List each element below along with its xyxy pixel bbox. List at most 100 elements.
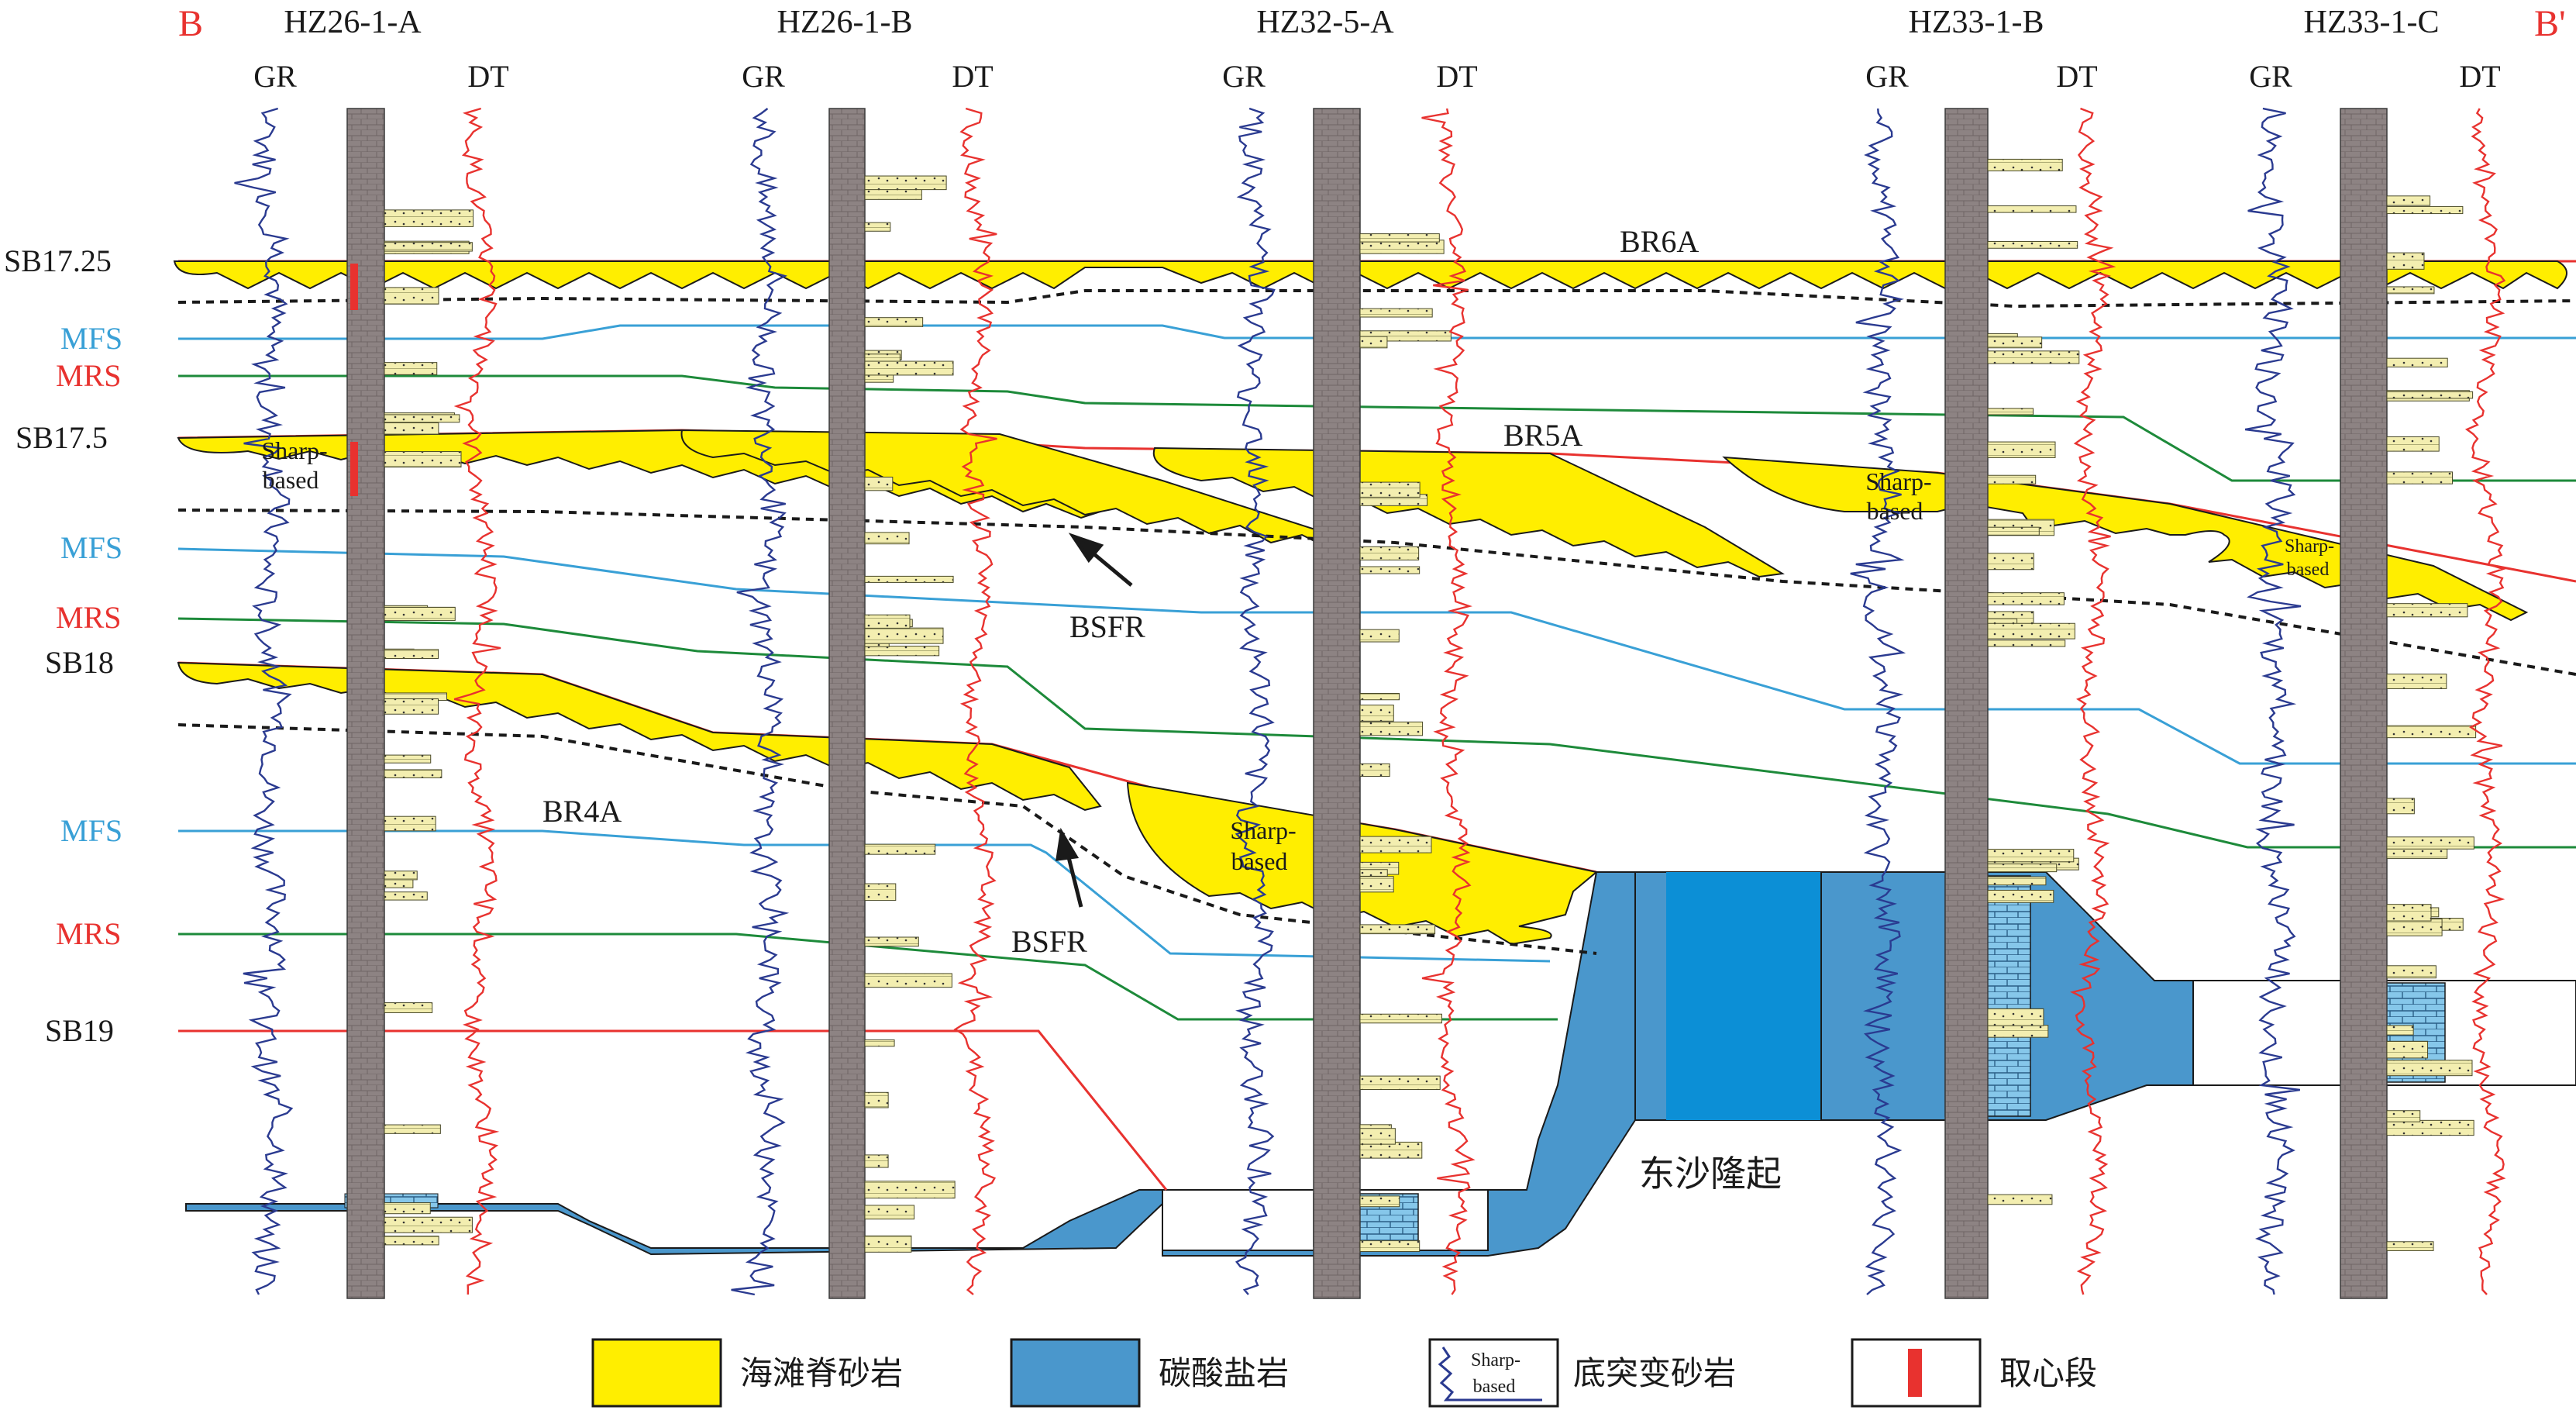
sand-bed: [864, 1154, 889, 1168]
surface-label-sb17-5: SB17.5: [15, 420, 108, 455]
sand-bed: [864, 1091, 889, 1108]
sand-bed: [2386, 391, 2474, 399]
legend: 海滩脊砂岩 碳酸盐岩 Sharp- based 底突变砂岩 取心段: [591, 1338, 2097, 1408]
sand-bed: [864, 627, 944, 644]
sand-bed: [1359, 692, 1400, 701]
sand-bed: [1987, 553, 2034, 571]
sand-bed: [384, 1236, 439, 1246]
sand-bed: [864, 646, 940, 657]
surface-mrs-middle: [177, 617, 2576, 849]
sand-bed: [1987, 158, 2063, 171]
well-name-hz32-5-a: HZ32-5-A: [1256, 5, 1394, 40]
sand-bed: [864, 973, 952, 988]
sand-bed: [1987, 1008, 2044, 1026]
sand-bed: [384, 815, 436, 832]
legend-item-beach-ridge-sand: 海滩脊砂岩: [591, 1338, 903, 1408]
sand-bed: [1359, 566, 1421, 574]
well-name-hz26-1-a: HZ26-1-A: [284, 5, 422, 40]
sharp-label-2: Sharp-: [1230, 816, 1296, 844]
sand-bed: [864, 1235, 912, 1253]
sand-bed: [864, 1181, 956, 1199]
based-label-3: based: [1867, 497, 1923, 525]
well-1: [234, 107, 501, 1299]
sand-bed: [1359, 546, 1420, 560]
sand-bed: [1359, 308, 1433, 318]
section-start-label: B: [178, 3, 203, 44]
sand-br4a-main: [177, 661, 1102, 812]
sand-bed: [864, 1205, 915, 1220]
sand-bed: [2386, 195, 2431, 206]
surface-label-sb19: SB19: [45, 1013, 114, 1048]
legend-item-carbonate: 碳酸盐岩: [1010, 1338, 1289, 1408]
dt-header-4: DT: [2056, 59, 2097, 94]
sand-bed: [384, 1124, 441, 1134]
sand-bed: [864, 222, 891, 232]
section-end-label: B': [2534, 3, 2566, 44]
sand-bed: [2386, 919, 2443, 936]
label-br6a: BR6A: [1620, 224, 1699, 259]
sand-bed: [2386, 965, 2437, 979]
sand-bed: [384, 871, 418, 881]
sand-bed: [864, 360, 954, 376]
dt-header-2: DT: [952, 59, 993, 94]
lithology-column: [1944, 108, 1989, 1299]
log-curve-headers: GR DT GR DT GR DT GR DT GR DT: [253, 59, 2500, 94]
sand-bed: [1359, 721, 1424, 736]
based-label-4: based: [2287, 560, 2330, 580]
sharp-based-labels: Sharp- based Sharp- based Sharp- based S…: [261, 436, 2334, 875]
label-br5a: BR5A: [1503, 418, 1582, 453]
well-name-hz26-1-b: HZ26-1-B: [777, 5, 913, 40]
sand-bed: [1359, 763, 1390, 777]
well-titles: HZ26-1-A HZ26-1-B HZ32-5-A HZ33-1-B HZ33…: [284, 5, 2439, 40]
legend-label-1: 海滩脊砂岩: [740, 1357, 903, 1392]
feature-annotations: BR6A BR5A BR4A BSFR BSFR 东沙隆起: [542, 224, 1782, 1194]
sand-bed: [384, 891, 428, 901]
gr-header-5: GR: [2249, 59, 2292, 94]
sand-bed: [1359, 924, 1436, 935]
legend-sharp-inner-top: Sharp-: [1471, 1350, 1520, 1370]
sand-bed: [1359, 1075, 1441, 1091]
surface-label-mrs-2: MRS: [56, 600, 122, 635]
well-5: [2244, 107, 2506, 1299]
surface-labels: SB17.25 MFS MRS SB17.5 MFS MRS SB18 MFS …: [4, 243, 122, 1048]
sand-bed: [384, 287, 439, 305]
core-interval-marker: [350, 264, 358, 310]
sand-bed: [1359, 836, 1432, 853]
sand-bed: [1987, 622, 2075, 640]
sand-bed: [1987, 205, 2077, 213]
label-uplift: 东沙隆起: [1639, 1154, 1782, 1194]
sand-bed: [384, 209, 474, 227]
dashed-middle: [177, 509, 2576, 676]
sand-bed: [2386, 1110, 2421, 1122]
sand-bed: [2386, 836, 2474, 850]
gr-log-curve: [1235, 107, 1276, 1295]
dt-log-curve: [453, 107, 501, 1295]
legend-sharp-inner-bottom: based: [1473, 1377, 1516, 1397]
sand-bed: [2386, 1040, 2429, 1059]
dt-log-curve: [1421, 108, 1476, 1295]
sand-bed: [864, 175, 947, 191]
sand-br6a: [173, 260, 2567, 290]
surface-sb19: [178, 1029, 1168, 1191]
sand-bed: [1987, 474, 2037, 484]
sand-bed: [384, 1002, 433, 1013]
legend-yellow-swatch: [591, 1338, 722, 1408]
sand-bed: [2386, 436, 2440, 452]
sand-bed: [864, 317, 924, 327]
gr-log-curve: [2244, 107, 2302, 1295]
dashed-lower: [177, 723, 1597, 955]
sand-bed: [1987, 640, 2066, 647]
sand-bed: [384, 362, 438, 375]
sand-bed: [1359, 869, 1388, 877]
sand-bed: [2386, 286, 2435, 295]
bsfr-arrows: [1056, 533, 1133, 908]
dashed-upper: [177, 289, 2576, 309]
well-logs: [234, 107, 2506, 1299]
sand-bed: [2386, 904, 2432, 922]
sand-bed: [2386, 252, 2425, 270]
sand-bed: [1987, 592, 2065, 605]
sand-bed: [2386, 1060, 2473, 1077]
legend-label-3: 底突变砂岩: [1573, 1356, 1736, 1392]
sand-bed: [384, 1216, 473, 1233]
surface-mrs-upper: [178, 374, 2576, 482]
